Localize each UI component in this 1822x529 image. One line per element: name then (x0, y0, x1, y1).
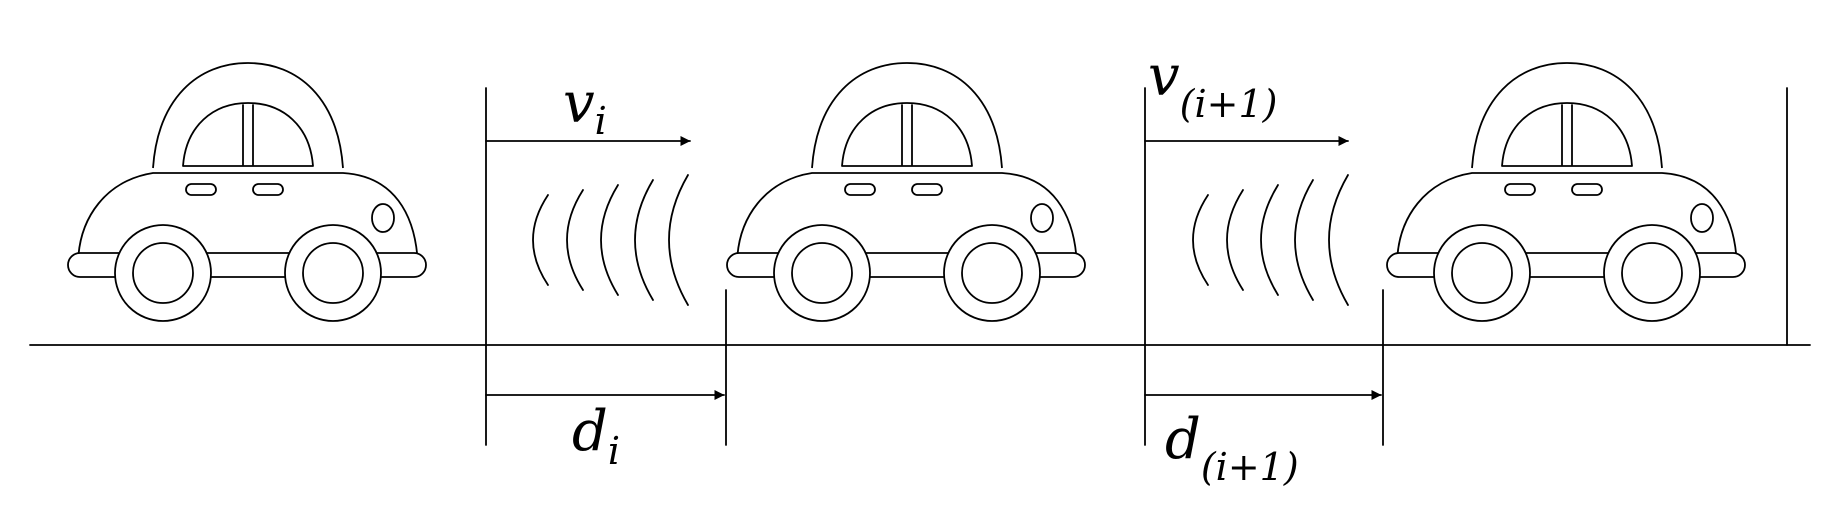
velocity-label-i: vi (563, 71, 607, 143)
velocity-label-next: v(i+1) (1148, 44, 1277, 126)
distance-label-next: d(i+1) (1165, 407, 1299, 489)
car-rear (67, 62, 427, 322)
car-middle (726, 62, 1086, 322)
car-front (1386, 62, 1746, 322)
sensor-waves-middle (1192, 174, 1349, 306)
sensor-waves-rear (532, 174, 689, 306)
distance-label-i: di (572, 399, 620, 473)
